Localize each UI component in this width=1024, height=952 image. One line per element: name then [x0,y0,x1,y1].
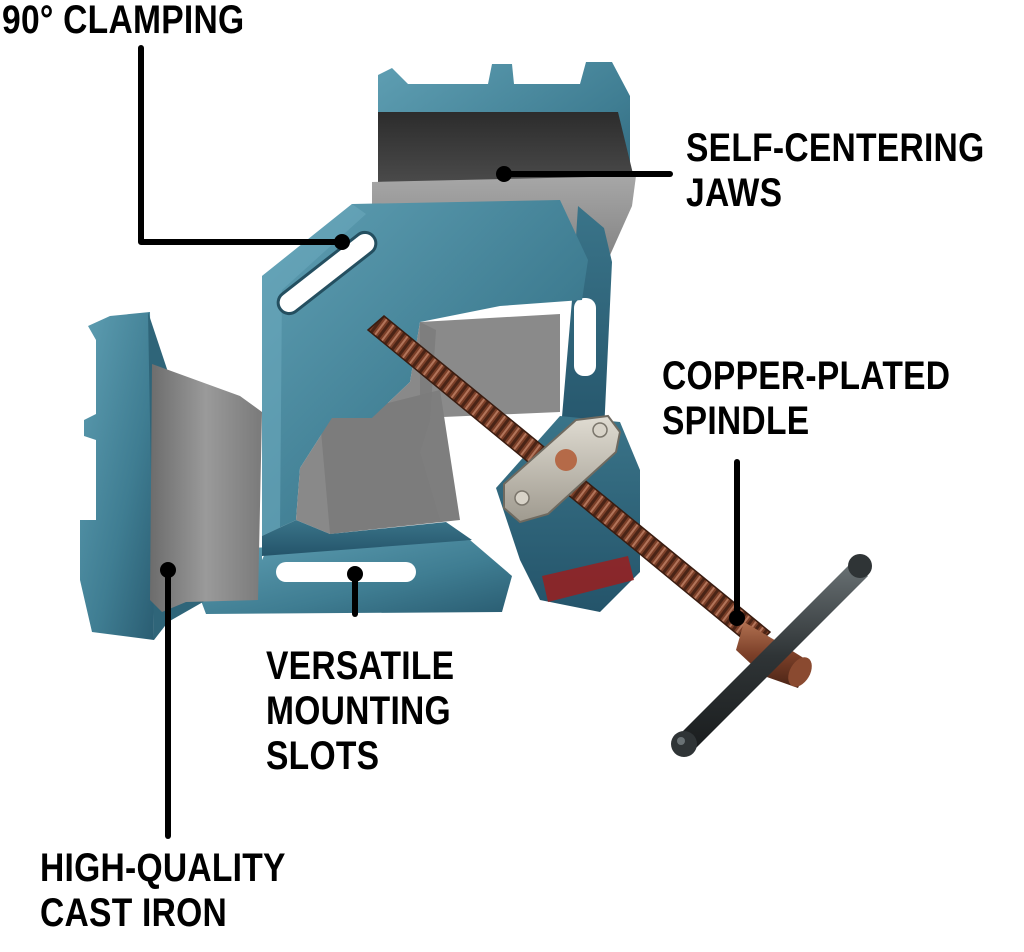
pad-screw-2 [592,422,608,438]
callout-clamping-line-1: 90° CLAMPING [2,0,245,42]
main-casting [262,200,588,556]
side-window [574,298,596,376]
callout-slots-line-3: SLOTS [266,733,380,778]
callout-slots-line-2: MOUNTING [266,688,451,733]
callout-spindle: COPPER-PLATED SPINDLE [662,354,950,444]
pressure-pad [503,414,622,524]
callout-spindle-line-1: COPPER-PLATED [662,354,951,398]
leader-dot-slots [347,566,363,582]
callout-cast-iron: HIGH-QUALITY CAST IRON [40,846,286,936]
leader-dot-spindle [729,610,745,626]
callout-slots-line-1: VERSATILE [266,644,455,688]
mounting-slot [276,562,416,582]
back-jaw-face [378,112,634,182]
pad-screw-1 [514,490,530,506]
pad-rivet [555,449,577,471]
right-frame [560,206,612,452]
callout-clamping: 90° CLAMPING [2,0,244,43]
callout-cast-iron-line-2: CAST IRON [40,890,228,935]
leader-dots [160,166,745,626]
callout-cast-iron-line-1: HIGH-QUALITY [40,846,286,890]
callout-spindle-line-2: SPINDLE [662,398,810,443]
leader-lines [138,45,740,839]
callout-slots: VERSATILE MOUNTING SLOTS [266,644,454,778]
leader-dot-cast-iron [160,562,176,578]
brand-plate [542,556,634,602]
callout-jaws: SELF-CENTERING JAWS [686,126,984,216]
leader-line-clamping [138,45,345,245]
callout-jaws-line-2: JAWS [686,170,783,215]
leader-dot-jaws [496,166,512,182]
left-jaw-steel [150,364,262,612]
leader-dot-clamping [334,234,350,250]
callout-jaws-line-1: SELF-CENTERING [686,126,985,170]
t-handle [671,554,872,757]
angle-slot [276,230,378,316]
